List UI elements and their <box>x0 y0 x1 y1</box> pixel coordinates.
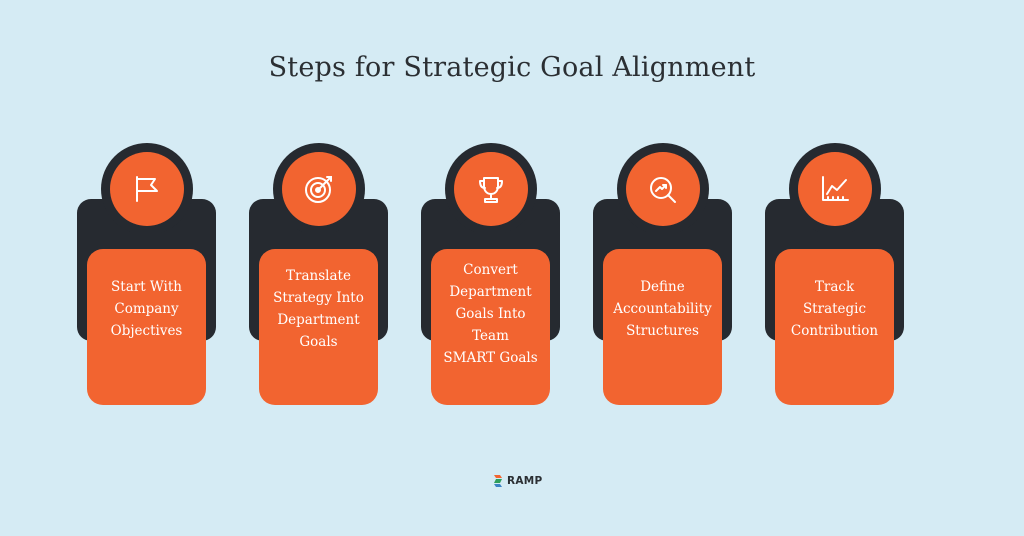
line-chart-icon <box>822 176 849 201</box>
flag-icon <box>136 176 158 202</box>
step-card: Convert Department Goals Into Team SMART… <box>431 249 550 405</box>
brand-name: RAMP <box>507 475 543 487</box>
step-label: Translate Strategy Into Department Goals <box>273 268 364 350</box>
step-label: Track Strategic Contribution <box>790 279 879 339</box>
step-5: Track Strategic Contribution <box>765 143 904 405</box>
magnifier-chart-icon <box>650 177 676 203</box>
brand-logo: RAMP <box>493 472 543 490</box>
step-3: Convert Department Goals Into Team SMART… <box>421 143 560 405</box>
step-card: Start With Company Objectives <box>87 249 206 405</box>
target-icon <box>305 176 332 203</box>
icon-badge <box>798 152 872 226</box>
step-2: Translate Strategy Into Department Goals <box>249 143 388 405</box>
step-label: Start With Company Objectives <box>110 279 183 339</box>
page-title: Steps for Strategic Goal Alignment <box>268 52 756 83</box>
step-card: Track Strategic Contribution <box>775 249 894 405</box>
step-card: Translate Strategy Into Department Goals <box>259 249 378 405</box>
ramp-logo-icon <box>494 475 502 487</box>
icon-badge <box>626 152 700 226</box>
step-label: Convert Department Goals Into Team SMART… <box>443 262 538 366</box>
icon-badge <box>454 152 528 226</box>
step-4: Define Accountability Structures <box>593 143 732 405</box>
trophy-icon <box>479 177 503 203</box>
step-card: Define Accountability Structures <box>603 249 722 405</box>
icon-badge <box>110 152 184 226</box>
step-1: Start With Company Objectives <box>77 143 216 405</box>
icon-badge <box>282 152 356 226</box>
step-label: Define Accountability Structures <box>613 279 712 339</box>
